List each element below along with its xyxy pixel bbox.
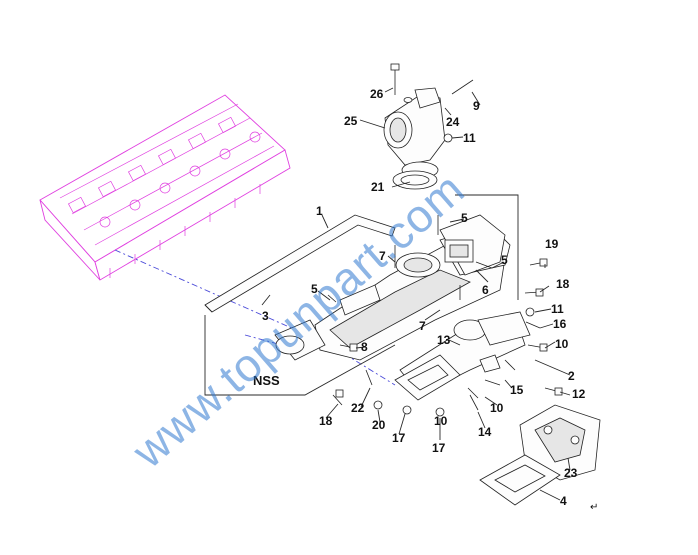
callout-21: 21 (371, 180, 385, 194)
callout-5a: 5 (461, 211, 468, 225)
callout-10c: 10 (434, 414, 448, 428)
callout-numbers: 1 2 3 4 5 5 5 6 7 7 8 9 10 10 10 11 11 1… (253, 87, 598, 513)
callout-19: 19 (545, 237, 559, 251)
cover-plate-23 (519, 404, 601, 481)
callout-16: 16 (553, 317, 567, 331)
callout-10a: 10 (555, 337, 569, 351)
gasket-4 (479, 454, 561, 506)
callout-12: 12 (572, 387, 586, 401)
air-inlet-elbow (383, 87, 446, 179)
callout-23: 23 (564, 466, 578, 480)
callout-7b: 7 (419, 319, 426, 333)
callout-17a: 17 (392, 431, 406, 445)
callout-8: 8 (361, 340, 368, 354)
callout-5b: 5 (501, 253, 508, 267)
callout-17b: 17 (432, 441, 446, 455)
head-reference-line (114, 249, 396, 386)
callout-7a: 7 (379, 249, 386, 263)
callout-9: 9 (473, 99, 480, 113)
callout-4: 4 (560, 494, 567, 508)
gasket-13 (394, 354, 461, 401)
callout-14: 14 (478, 425, 492, 439)
assembly-frame-1 (204, 194, 519, 396)
nss-label: NSS (253, 373, 280, 388)
callout-24: 24 (446, 115, 460, 129)
callout-22: 22 (351, 401, 365, 415)
cylinder-head (39, 94, 291, 281)
throttle-housing (439, 214, 506, 276)
callout-6: 6 (482, 283, 489, 297)
callout-3: 3 (262, 309, 269, 323)
callout-25: 25 (344, 114, 358, 128)
callout-11b: 11 (551, 302, 564, 316)
callout-leaders (261, 87, 571, 501)
callout-13: 13 (437, 333, 451, 347)
callout-1: 1 (316, 204, 323, 218)
callout-26: 26 (370, 87, 384, 101)
gasket-3 (204, 214, 396, 313)
return-mark: ↵ (590, 502, 598, 513)
callout-5c: 5 (311, 282, 318, 296)
callout-18b: 18 (556, 277, 570, 291)
callout-18a: 18 (319, 414, 333, 428)
fasteners (327, 63, 563, 417)
callout-11a: 11 (463, 131, 476, 145)
callout-20: 20 (372, 418, 386, 432)
callout-15: 15 (510, 383, 524, 397)
callout-2: 2 (568, 369, 575, 383)
callout-10b: 10 (490, 401, 504, 415)
